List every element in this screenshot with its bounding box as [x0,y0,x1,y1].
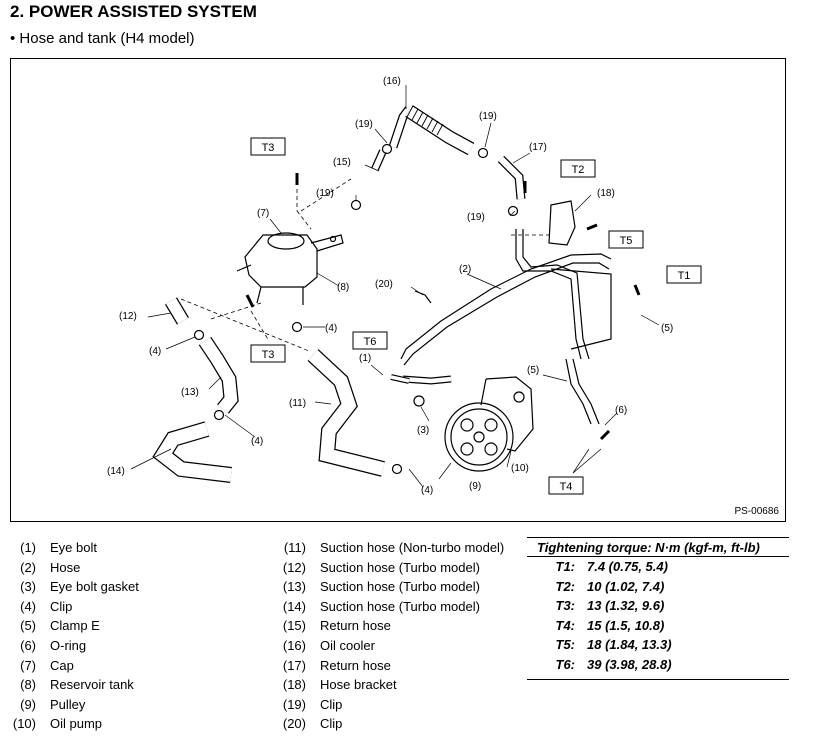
legend-item: (11)Suction hose (Non-turbo model) [283,540,505,555]
torque-box-t4: T4 [560,481,573,493]
callout-5a: (5) [527,365,539,376]
parts-legend-right: (11)Suction hose (Non-turbo model) (12)S… [270,538,504,734]
callout-18: (18) [597,188,615,199]
torque-box-t3: T3 [262,142,275,154]
callout-15: (15) [333,157,351,168]
torque-box-t3b: T3 [262,349,275,361]
torque-row: T3:13 (1.32, 9.6) [555,598,665,614]
legend-item: (10)Oil pump [12,716,103,732]
callout-3: (3) [417,425,429,436]
legend-item: (3)Eye bolt gasket [20,579,139,595]
torque-box-t5: T5 [620,235,633,247]
callout-4a: (4) [149,346,161,357]
legend-item: (20)Clip [282,716,343,732]
legend-item: (5)Clamp E [20,618,100,634]
legend-item: (6)O-ring [20,637,87,653]
callout-13: (13) [181,387,199,398]
callout-16: (16) [383,76,401,87]
callout-2: (2) [459,264,471,275]
torque-box-t1: T1 [678,270,691,282]
torque-table: Tightening torque: N·m (kgf-m, ft-lb) T1… [527,537,789,680]
callout-17: (17) [529,142,547,153]
callout-6: (6) [615,405,627,416]
callout-1: (1) [359,353,371,364]
torque-row: T2:10 (1.02, 7.4) [555,578,665,594]
legend-item: (2)Hose [20,559,81,575]
parts-legend-left: (1)Eye bolt (2)Hose (3)Eye bolt gasket (… [0,538,139,734]
callout-19b: (19) [479,111,497,122]
torque-row: T1:7.4 (0.75, 5.4) [555,559,668,574]
callout-9: (9) [469,481,481,492]
callout-5b: (5) [661,323,673,334]
torque-row: T5:18 (1.84, 13.3) [555,637,672,653]
callout-19a: (19) [355,119,373,130]
legend-item: (18)Hose bracket [282,677,397,693]
section-subtitle: • Hose and tank (H4 model) [10,30,195,47]
callout-12: (12) [119,311,137,322]
callout-4b: (4) [325,323,337,334]
callout-14: (14) [107,466,125,477]
legend-item: (14)Suction hose (Turbo model) [282,598,480,614]
legend-item: (15)Return hose [282,618,391,634]
callout-4c: (4) [251,436,263,447]
legend-item: (4)Clip [20,598,73,614]
legend-item: (8)Reservoir tank [20,677,134,693]
callout-10: (10) [511,463,529,474]
legend-item: (19)Clip [282,696,343,712]
callout-4d: (4) [421,485,433,496]
torque-heading: Tightening torque: N·m (kgf-m, ft-lb) [527,537,789,557]
torque-box-t2: T2 [572,164,585,176]
diagram-drawing: (16) (19) (19) (15) (17) (19) (19) (18) … [107,76,702,496]
legend-item: (9)Pulley [20,696,86,712]
legend-item: (16)Oil cooler [282,637,375,653]
page-title: 2. POWER ASSISTED SYSTEM [10,2,257,21]
torque-box-t6: T6 [364,336,377,348]
legend-item: (12)Suction hose (Turbo model) [282,559,480,575]
legend-item: (1)Eye bolt [20,540,97,555]
legend-item: (17)Return hose [282,657,391,673]
figure-code: PS-00686 [734,506,779,517]
exploded-diagram: (16) (19) (19) (15) (17) (19) (19) (18) … [10,58,786,522]
callout-19d: (19) [467,212,485,223]
legend-item: (13)Suction hose (Turbo model) [282,579,480,595]
torque-row: T4:15 (1.5, 10.8) [555,617,665,633]
torque-row: T6:39 (3.98, 28.8) [555,656,672,672]
callout-19c: (19) [316,188,334,199]
callout-7: (7) [257,208,269,219]
callout-20: (20) [375,279,393,290]
callout-11: (11) [289,398,306,409]
callout-8: (8) [337,282,349,293]
legend-item: (7)Cap [20,657,74,673]
